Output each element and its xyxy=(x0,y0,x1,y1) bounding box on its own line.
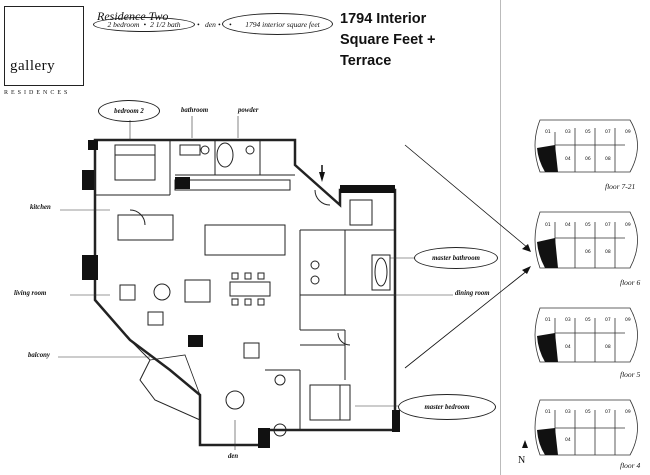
unit-number: 04 xyxy=(565,438,571,443)
unit-number: 08 xyxy=(605,250,611,255)
logo-wordmark: gallery xyxy=(10,58,56,74)
headline-line-2: Square Feet + xyxy=(340,32,436,48)
room-label-master-bedroom: master bedroom xyxy=(424,403,470,411)
sqft-pill: • 1794 interior square feet xyxy=(222,13,333,35)
unit-number: 01 xyxy=(545,410,551,415)
unit-number: 06 xyxy=(585,250,591,255)
unit-number: 04 xyxy=(565,157,571,162)
bedrooms-spec: 2 bedroom xyxy=(107,20,140,29)
unit-number: 08 xyxy=(605,345,611,350)
unit-number: 04 xyxy=(565,223,571,228)
unit-number: 05 xyxy=(585,410,591,415)
unit-number: 07 xyxy=(605,223,611,228)
floor-label-4: floor 4 xyxy=(620,461,641,470)
unit-number: 06 xyxy=(585,157,591,162)
sqft-spec: 1794 interior square feet xyxy=(245,19,320,29)
unit-number: 07 xyxy=(605,130,611,135)
unit-number: 05 xyxy=(585,318,591,323)
unit-number: 03 xyxy=(565,318,571,323)
unit-number: 01 xyxy=(545,223,551,228)
room-label-master-bathroom: master bathroom xyxy=(432,254,480,262)
unit-number: 04 xyxy=(565,345,571,350)
bullet-icon: • xyxy=(218,20,221,29)
floor-label-6: floor 6 xyxy=(620,278,641,287)
baths-spec: 2 1/2 bath xyxy=(150,20,181,29)
room-label-kitchen: kitchen xyxy=(30,204,51,211)
bullet-icon: • xyxy=(197,20,200,29)
master-bedroom-pill: master bedroom xyxy=(398,394,496,420)
unit-number: 07 xyxy=(605,318,611,323)
unit-number: 07 xyxy=(605,410,611,415)
room-label-bathroom: bathroom xyxy=(181,107,209,114)
headline-line-1: 1794 Interior xyxy=(340,11,427,27)
headline-line-3: Terrace xyxy=(340,53,392,69)
unit-number: 03 xyxy=(565,410,571,415)
room-label-dining-room: dining room xyxy=(455,290,490,297)
compass-north-label: N xyxy=(518,455,526,466)
floor-label-7-21: floor 7-21 xyxy=(605,182,636,191)
unit-number: 08 xyxy=(605,157,611,162)
bullet-icon: • xyxy=(143,20,147,29)
unit-number: 09 xyxy=(625,223,631,228)
master-bathroom-pill: master bathroom xyxy=(414,247,498,269)
unit-number: 05 xyxy=(585,130,591,135)
unit-number: 09 xyxy=(625,130,631,135)
unit-number: 09 xyxy=(625,410,631,415)
bullet-icon: • xyxy=(229,20,232,29)
room-label-den: den xyxy=(228,453,239,460)
unit-number: 05 xyxy=(585,223,591,228)
den-spec: den xyxy=(205,20,216,29)
room-label-bedroom-2: bedroom 2 xyxy=(114,107,144,115)
room-label-living-room: living room xyxy=(14,290,47,297)
logo-frame xyxy=(4,6,84,86)
room-label-balcony: balcony xyxy=(28,352,50,359)
bed-bath-pill: 2 bedroom • 2 1/2 bath xyxy=(93,17,195,32)
unit-number: 01 xyxy=(545,318,551,323)
floor-label-5: floor 5 xyxy=(620,370,641,379)
room-label-powder: powder xyxy=(238,107,259,114)
unit-number: 03 xyxy=(565,130,571,135)
headline: 1794 Interior Square Feet + Terrace xyxy=(340,9,490,72)
unit-number: 01 xyxy=(545,130,551,135)
panel-divider xyxy=(500,0,501,475)
unit-number: 09 xyxy=(625,318,631,323)
bedroom-2-pill: bedroom 2 xyxy=(98,100,160,122)
logo-subtitle: RESIDENCES xyxy=(4,90,71,96)
